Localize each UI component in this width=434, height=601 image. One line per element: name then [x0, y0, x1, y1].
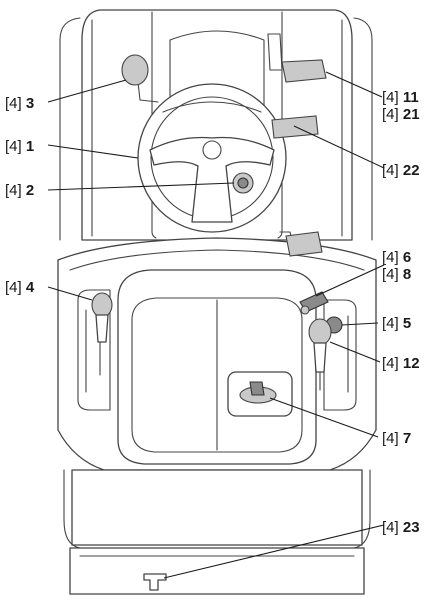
switch-6-8	[299, 291, 329, 315]
callout-7: [4] 7	[382, 430, 411, 447]
callout-23: [4] 23	[382, 519, 420, 536]
left-lever	[91, 292, 113, 376]
leader-lines	[47, 71, 385, 579]
callout-5: [4] 5	[382, 315, 411, 332]
callout-1: [4] 1	[5, 138, 34, 155]
callout-3: [4] 3	[5, 95, 34, 112]
steering-wheel	[137, 83, 287, 233]
center-button	[232, 172, 254, 194]
callout-labels: [4] 3 [4] 1 [4] 2 [4] 4 [4] 11 [4] 21 [4…	[5, 89, 420, 536]
callout-22: [4] 22	[382, 162, 420, 179]
callout-6: [4] 6	[382, 249, 411, 266]
callout-12: [4] 12	[382, 355, 420, 372]
callout-11: [4] 11	[382, 89, 419, 106]
callout-21: [4] 21	[382, 106, 420, 123]
callout-8: [4] 8	[382, 266, 411, 283]
right-lever	[308, 318, 332, 391]
callout-4: [4] 4	[5, 279, 35, 296]
seat-adjust-7	[227, 371, 293, 417]
callout-2: [4] 2	[5, 182, 34, 199]
throttle-lever	[121, 54, 159, 103]
rear-hitch-23	[143, 573, 167, 591]
